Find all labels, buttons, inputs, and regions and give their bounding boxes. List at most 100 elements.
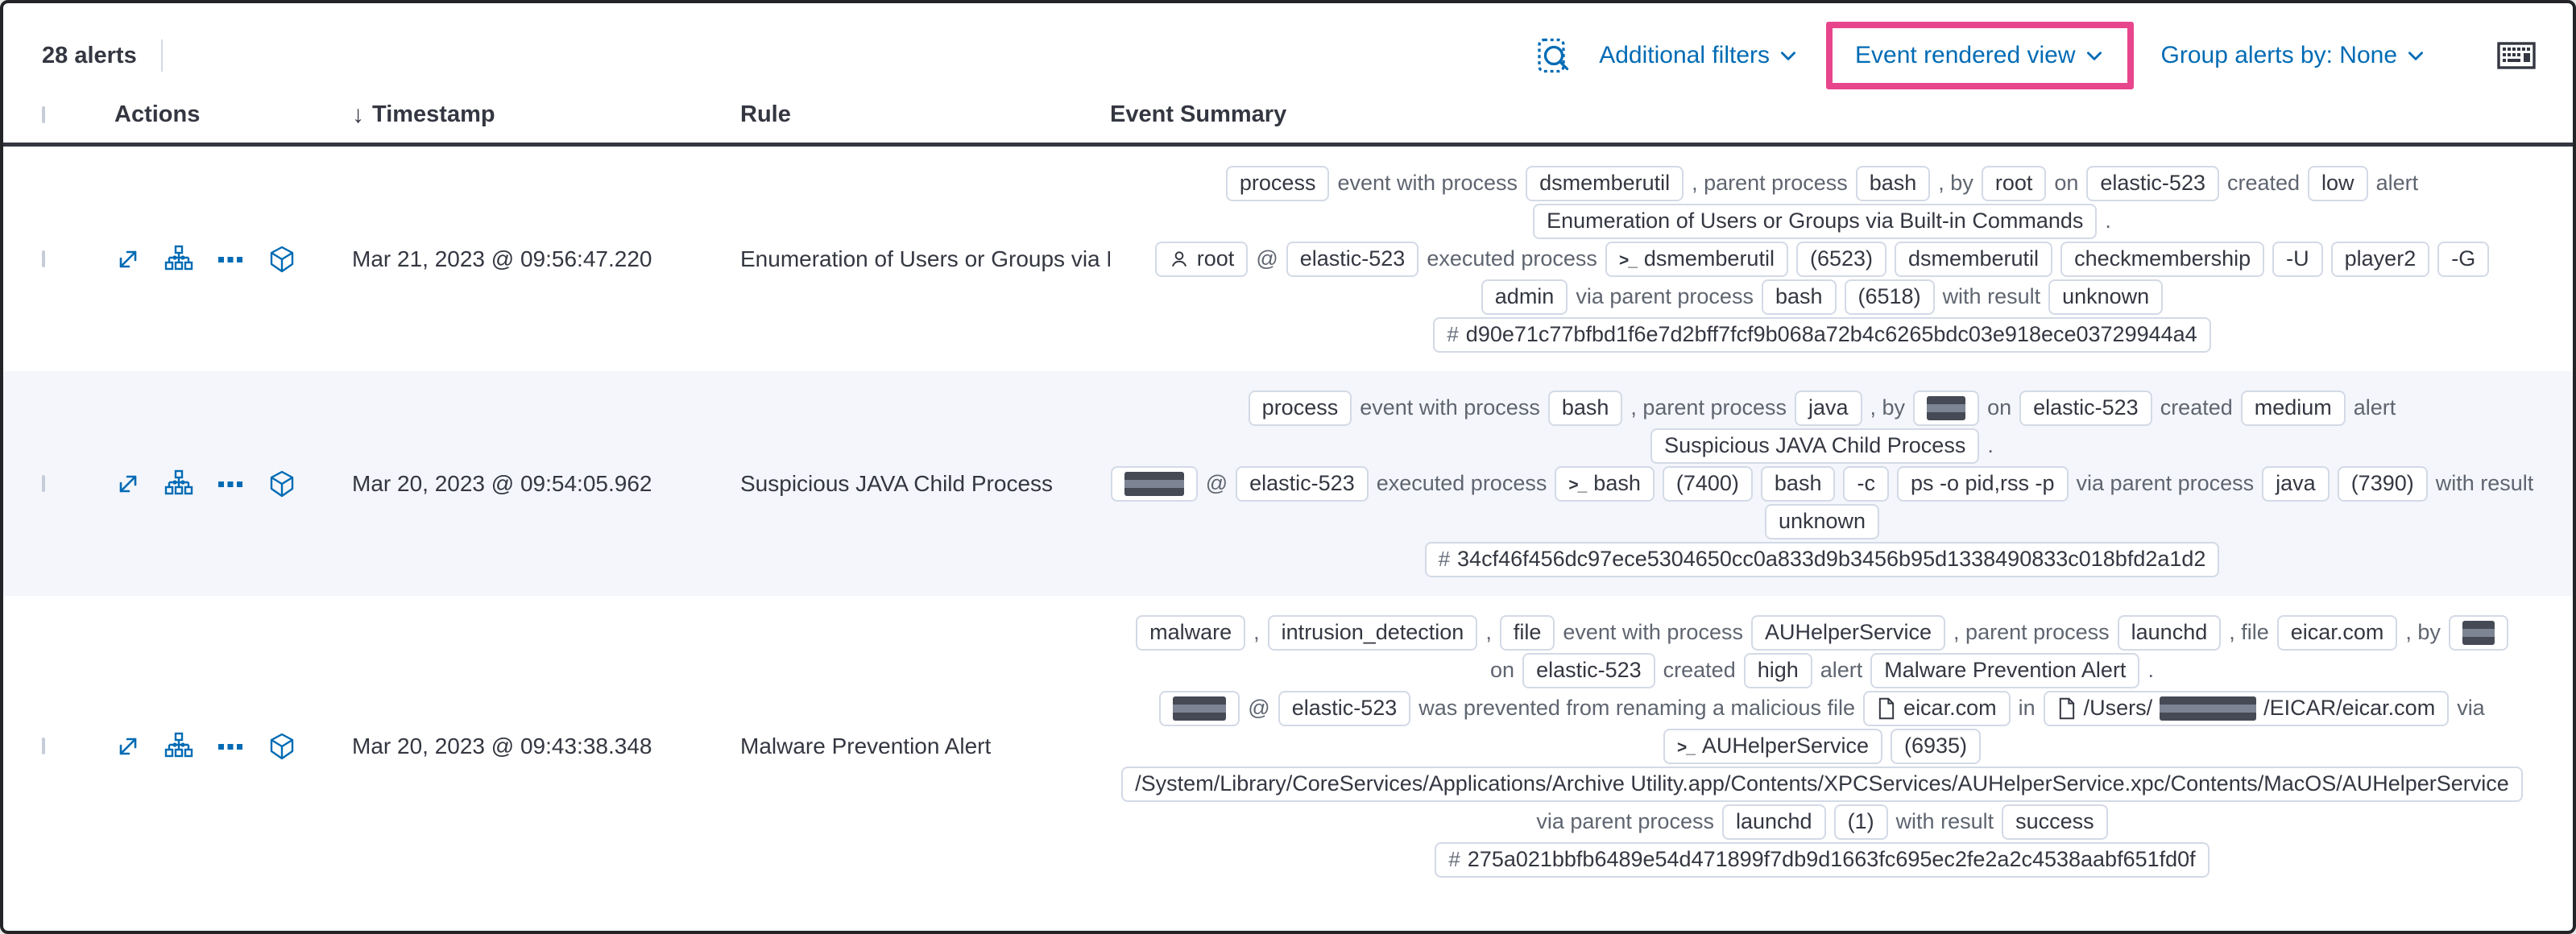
- column-header-rule[interactable]: Rule: [740, 101, 791, 127]
- summary-badge[interactable]: intrusion_detection: [1267, 614, 1478, 651]
- summary-badge[interactable]: (6523): [1795, 241, 1886, 277]
- summary-badge[interactable]: malware: [1136, 614, 1246, 651]
- row-checkbox[interactable]: [42, 474, 45, 492]
- summary-badge[interactable]: Malware Prevention Alert: [1870, 652, 2140, 688]
- summary-badge[interactable]: launchd: [2117, 614, 2222, 651]
- summary-badge[interactable]: (7400): [1662, 465, 1753, 502]
- more-actions-button[interactable]: [216, 732, 245, 761]
- summary-badge[interactable]: java: [1795, 390, 1862, 426]
- summary-badge[interactable]: checkmembership: [2060, 241, 2265, 277]
- more-actions-button[interactable]: [216, 469, 245, 498]
- hash-icon: #: [1447, 322, 1459, 346]
- summary-badge[interactable]: success: [2002, 804, 2108, 840]
- badge-text: /Users/: [2083, 696, 2153, 720]
- summary-badge[interactable]: root: [1981, 165, 2047, 201]
- summary-badge[interactable]: elastic-523: [2086, 165, 2219, 201]
- summary-badge[interactable]: process: [1225, 165, 1330, 201]
- investigate-in-timeline-button[interactable]: [267, 469, 296, 498]
- terminal-icon: >_: [1676, 738, 1696, 757]
- summary-badge[interactable]: AUHelperService: [1750, 614, 1946, 651]
- summary-badge[interactable]: /System/Library/CoreServices/Application…: [1121, 766, 2523, 802]
- summary-badge[interactable]: unknown: [2048, 279, 2164, 315]
- summary-badge[interactable]: player2: [2330, 241, 2430, 277]
- summary-badge[interactable]: launchd: [1721, 804, 1826, 840]
- row-checkbox[interactable]: [42, 737, 45, 754]
- investigate-in-timeline-button[interactable]: [267, 245, 296, 274]
- summary-badge[interactable]: bash: [1855, 165, 1931, 201]
- additional-filters-button[interactable]: Additional filters: [1594, 41, 1804, 70]
- inspect-button[interactable]: [1534, 36, 1573, 75]
- summary-badge[interactable]: bash: [1547, 390, 1623, 426]
- summary-badge[interactable]: (6935): [1890, 728, 1982, 764]
- summary-badge[interactable]: /Users//EICAR/eicar.com: [2043, 690, 2450, 726]
- summary-badge[interactable]: high: [1743, 652, 1812, 688]
- keyboard-shortcuts-button[interactable]: [2495, 39, 2537, 72]
- summary-badge[interactable]: bash: [1761, 279, 1837, 315]
- summary-badge[interactable]: Enumeration of Users or Groups via Built…: [1533, 203, 2098, 239]
- summary-text: created: [2226, 171, 2301, 195]
- summary-badge[interactable]: -c: [1843, 465, 1889, 502]
- summary-badge[interactable]: (6518): [1844, 279, 1935, 315]
- summary-badge[interactable]: >_dsmemberutil: [1605, 241, 1788, 277]
- analyze-event-button[interactable]: [164, 245, 193, 274]
- summary-badge[interactable]: >_AUHelperService: [1663, 728, 1882, 764]
- summary-badge[interactable]: file: [1499, 614, 1555, 651]
- summary-badge[interactable]: dsmemberutil: [1895, 241, 2053, 277]
- summary-badge[interactable]: root: [1154, 241, 1249, 277]
- summary-badge[interactable]: Suspicious JAVA Child Process: [1650, 428, 1980, 464]
- expand-alert-icon: [114, 470, 142, 498]
- summary-badge[interactable]: java: [2262, 465, 2330, 502]
- badge-text: java: [2276, 471, 2316, 495]
- badge-text: high: [1757, 658, 1799, 682]
- more-actions-button[interactable]: [216, 245, 245, 274]
- summary-badge[interactable]: elastic-523: [2019, 390, 2152, 426]
- summary-badge[interactable]: dsmemberutil: [1526, 165, 1684, 201]
- summary-badge[interactable]: [1159, 690, 1240, 726]
- summary-badge[interactable]: [2448, 614, 2508, 651]
- summary-badge[interactable]: elastic-523: [1236, 465, 1369, 502]
- summary-badge[interactable]: admin: [1481, 279, 1568, 315]
- analyze-event-button[interactable]: [164, 469, 193, 498]
- event-rendered-view-button[interactable]: Event rendered view: [1850, 41, 2110, 70]
- inspect-icon: [1534, 36, 1573, 75]
- summary-badge[interactable]: #d90e71c77bfbd1f6e7d2bff7fcf9b068a72b4c6…: [1433, 316, 2211, 353]
- summary-badge[interactable]: low: [2308, 165, 2368, 201]
- column-header-actions: Actions: [114, 101, 201, 127]
- summary-badge[interactable]: elastic-523: [1286, 241, 1419, 277]
- summary-badge[interactable]: eicar.com: [1863, 690, 2011, 726]
- row-checkbox[interactable]: [42, 250, 45, 267]
- expand-alert-button[interactable]: [114, 733, 142, 760]
- summary-badge[interactable]: >_bash: [1555, 465, 1655, 502]
- summary-badge[interactable]: process: [1248, 390, 1352, 426]
- summary-badge[interactable]: elastic-523: [1522, 652, 1655, 688]
- summary-text: , file: [2229, 620, 2269, 644]
- summary-badge[interactable]: medium: [2240, 390, 2346, 426]
- summary-badge[interactable]: eicar.com: [2276, 614, 2398, 651]
- highlight-box: Event rendered view: [1826, 22, 2134, 89]
- summary-badge[interactable]: [1110, 465, 1198, 502]
- summary-badge[interactable]: (7390): [2337, 465, 2428, 502]
- expand-alert-button[interactable]: [114, 246, 142, 273]
- investigate-in-timeline-button[interactable]: [267, 732, 296, 761]
- summary-badge[interactable]: [1913, 390, 1980, 426]
- summary-badge[interactable]: elastic-523: [1278, 690, 1411, 726]
- column-header-event-summary: Event Summary: [1110, 101, 1287, 127]
- group-alerts-by-button[interactable]: Group alerts by: None: [2156, 41, 2431, 70]
- badge-text: file: [1513, 620, 1542, 644]
- select-all-checkbox[interactable]: [42, 105, 45, 123]
- analyze-event-icon: [164, 732, 193, 761]
- summary-badge[interactable]: -G: [2437, 241, 2490, 277]
- summary-badge[interactable]: unknown: [1764, 503, 1880, 539]
- summary-badge[interactable]: #34cf46f456dc97ece5304650cc0a833d9b3456b…: [1424, 541, 2220, 577]
- investigate-in-timeline-icon: [267, 245, 296, 274]
- column-header-timestamp[interactable]: ↓ Timestamp: [352, 101, 495, 128]
- summary-badge[interactable]: (1): [1833, 804, 1888, 840]
- analyze-event-button[interactable]: [164, 732, 193, 761]
- summary-badge[interactable]: -U: [2272, 241, 2323, 277]
- badge-text: elastic-523: [2100, 171, 2205, 195]
- expand-alert-button[interactable]: [114, 470, 142, 498]
- badge-text: root: [1994, 171, 2033, 195]
- summary-badge[interactable]: ps -o pid,rss -p: [1896, 465, 2069, 502]
- summary-badge[interactable]: #275a021bbfb6489e54d471899f7db9d1663fc69…: [1435, 841, 2209, 878]
- summary-badge[interactable]: bash: [1760, 465, 1836, 502]
